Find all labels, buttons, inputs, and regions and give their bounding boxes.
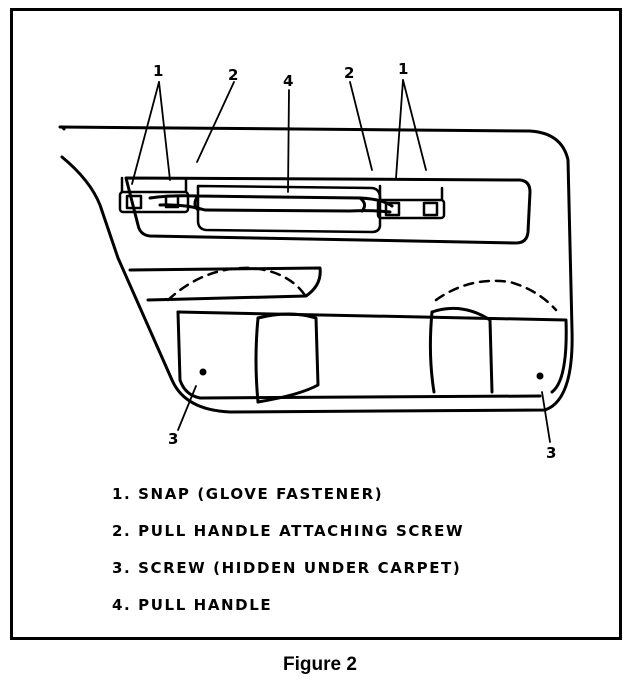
map-pocket-left (254, 312, 320, 404)
legend-item: 3. SCREW (HIDDEN UNDER CARPET) (112, 559, 462, 577)
legend-item: 1. SNAP (GLOVE FASTENER) (112, 485, 384, 503)
map-pocket-right (428, 306, 494, 394)
hidden-screw-outlines (166, 266, 558, 312)
callout-carpet-right: 3 (546, 444, 557, 462)
legend-item: 4. PULL HANDLE (112, 596, 273, 614)
callout-snap-left: 1 (153, 62, 164, 80)
callout-screw-left: 2 (228, 66, 239, 84)
legend-item: 2. PULL HANDLE ATTACHING SCREW (112, 522, 465, 540)
handle-recess (124, 176, 532, 245)
callout-handle: 4 (283, 72, 294, 90)
callout-carpet-left: 3 (168, 430, 179, 448)
leader-lines (131, 79, 551, 443)
screw-dot-left (199, 368, 207, 376)
figure-caption: Figure 2 (283, 654, 357, 675)
callout-screw-right: 2 (344, 64, 355, 82)
lower-carpet-panel (128, 266, 568, 400)
screw-dot-right (536, 372, 544, 380)
figure-frame (10, 8, 622, 640)
parts-legend: 1. SNAP (GLOVE FASTENER) 2. PULL HANDLE … (112, 484, 464, 632)
callout-snap-right: 1 (398, 60, 409, 78)
snap-bracket-left (118, 176, 190, 214)
snap-bracket-right (376, 184, 446, 220)
pull-handle (148, 194, 394, 214)
